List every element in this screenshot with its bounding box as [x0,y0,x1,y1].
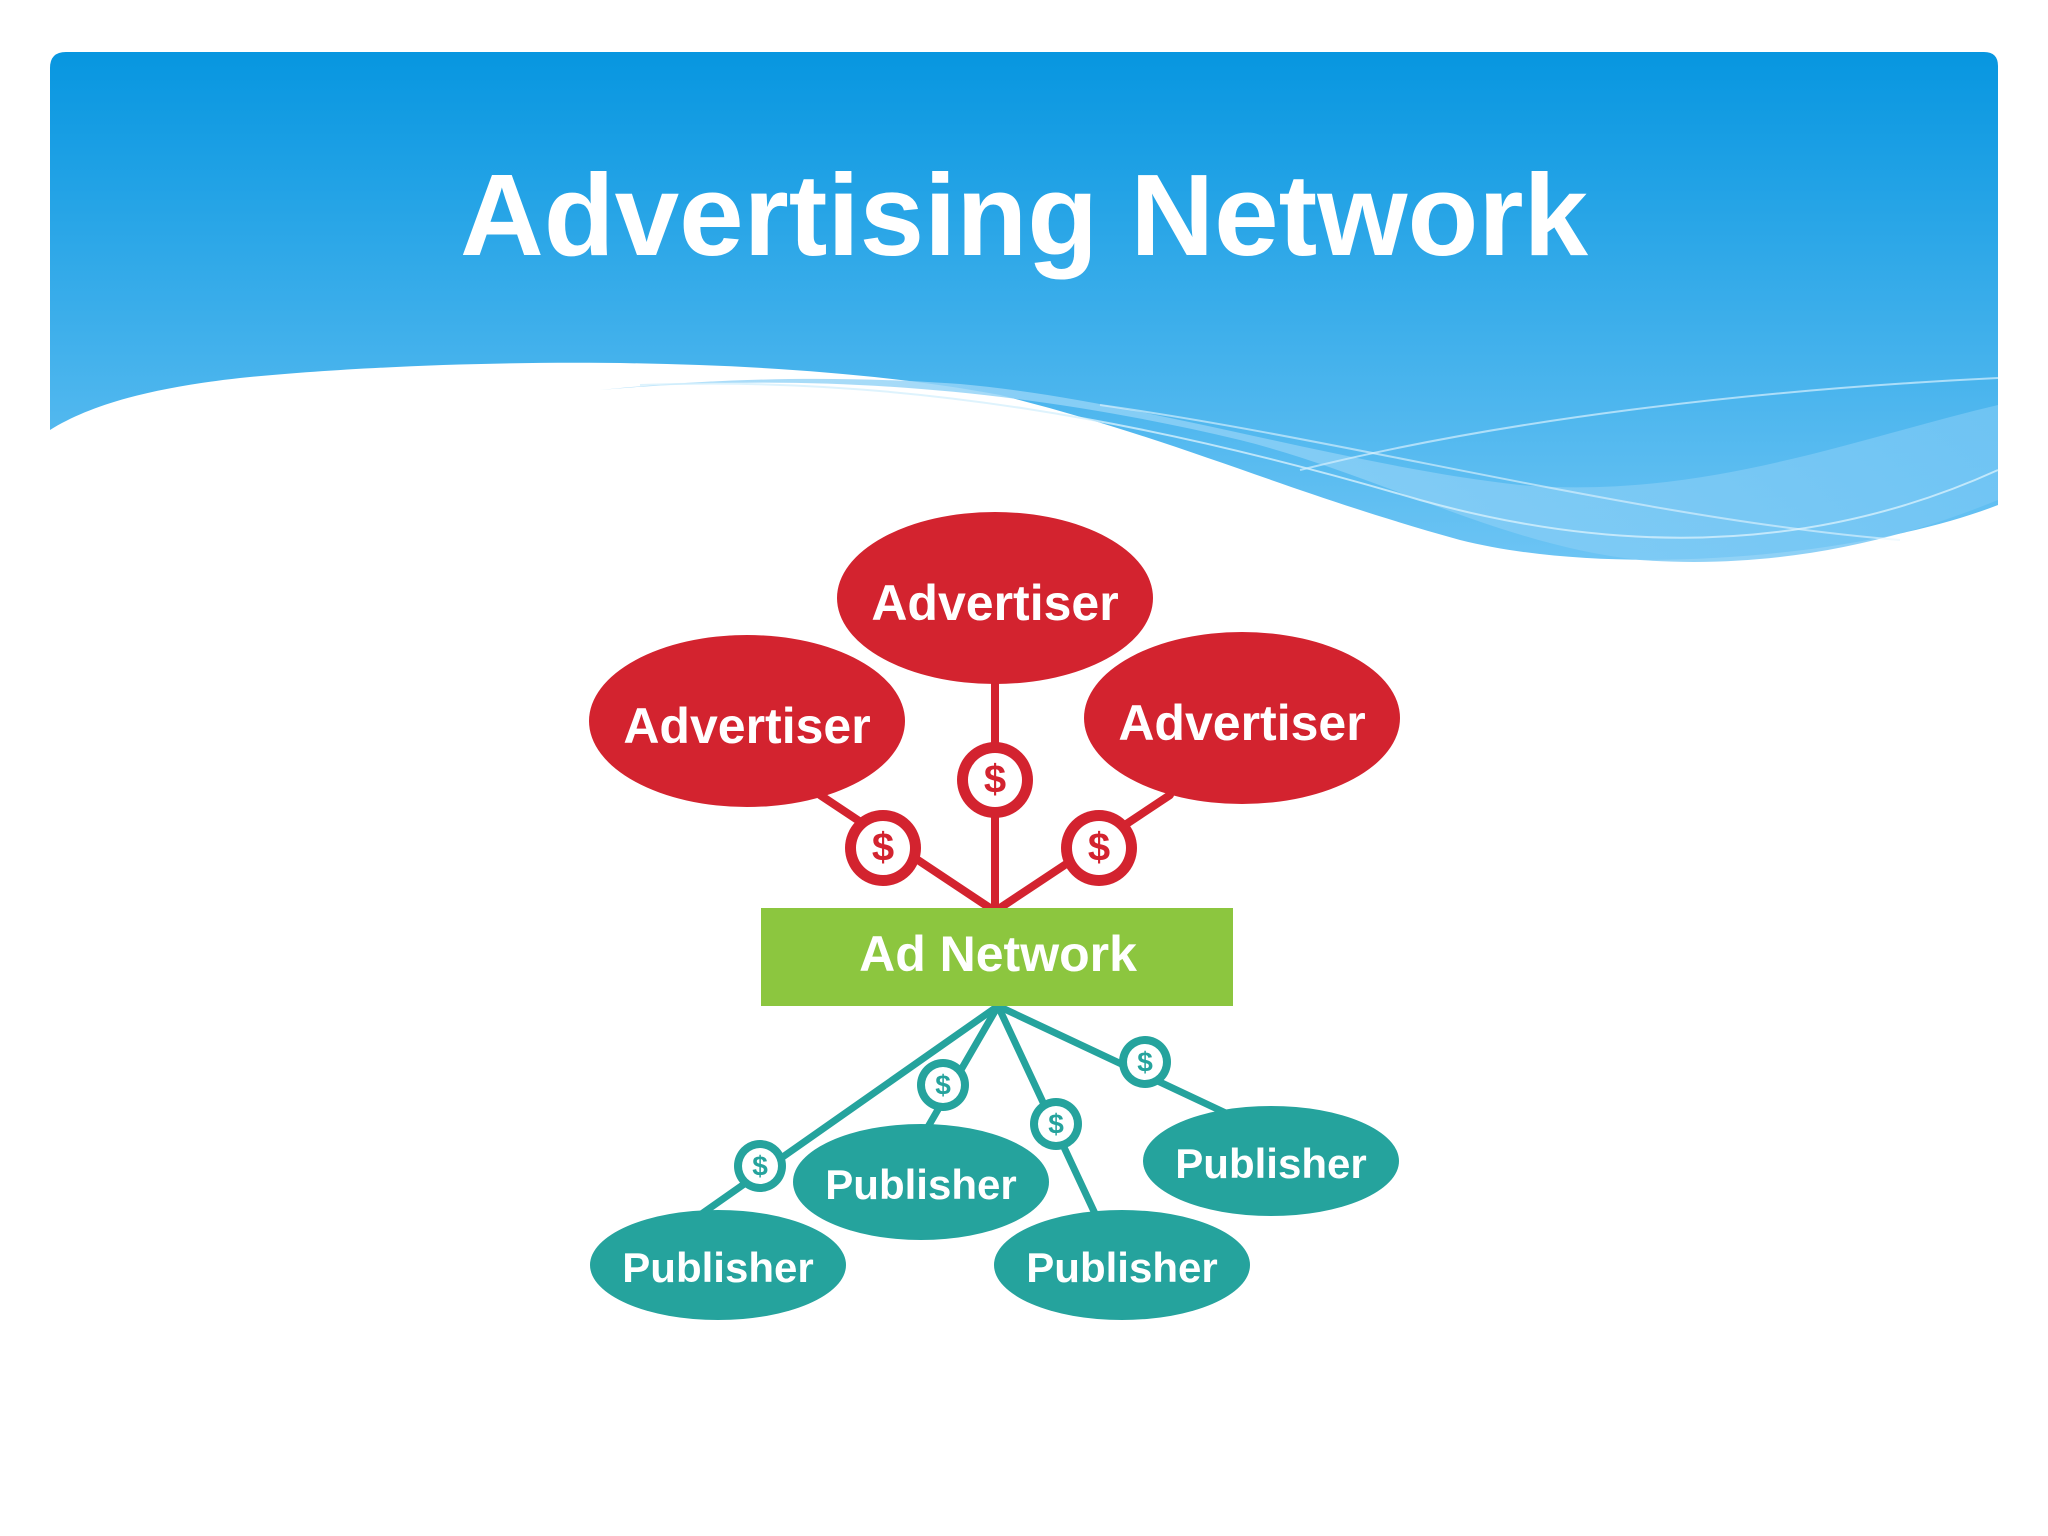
advertiser-node-top: Advertiser [837,512,1153,684]
banner-wave-line [639,382,1999,539]
publisher-node-right: Publisher [1143,1106,1399,1216]
dollar-coin-icon: $ [957,742,1033,818]
advertiser-label: Advertiser [871,575,1118,631]
svg-text:$: $ [1048,1108,1064,1139]
advertiser-label: Advertiser [623,698,870,754]
advertiser-node-left: Advertiser [589,635,905,807]
publisher-label: Publisher [622,1244,813,1291]
dollar-coin-icon: $ [1119,1036,1171,1088]
advertiser-label: Advertiser [1118,695,1365,751]
svg-text:$: $ [984,758,1006,802]
ad-network-diagram: Advertiser Advertiser Advertiser $ $ $ [589,512,1400,1320]
svg-text:$: $ [752,1150,768,1181]
dollar-coin-icon: $ [917,1059,969,1111]
publisher-node-center-left: Publisher [793,1124,1049,1240]
banner-wave [600,378,1998,562]
publisher-ellipse [793,1124,1049,1240]
dollar-coin-icon: $ [845,810,921,886]
dollar-coin-icon: $ [1030,1098,1082,1150]
advertiser-node-right: Advertiser [1084,632,1400,804]
advertiser-ellipse [589,635,905,807]
svg-text:$: $ [1088,826,1110,870]
dollar-coin-icon: $ [1061,810,1137,886]
publisher-label: Publisher [1175,1140,1366,1187]
advertiser-ellipse [837,512,1153,684]
svg-text:$: $ [935,1069,951,1100]
svg-text:$: $ [872,826,894,870]
banner-background [50,52,1998,560]
dollar-coin-icon: $ [734,1140,786,1192]
publisher-ellipse [1143,1106,1399,1216]
publisher-label: Publisher [825,1161,1016,1208]
connector-line [994,1002,1234,1119]
publisher-ellipse [994,1210,1250,1320]
advertiser-ellipse [1084,632,1400,804]
publisher-node-bottom-left: Publisher [590,1210,846,1320]
publisher-ellipse [590,1210,846,1320]
slide-title: Advertising Network [460,150,1588,280]
banner-wave-line [1099,404,1901,541]
ad-network-box [761,908,1233,1006]
publisher-label: Publisher [1026,1244,1217,1291]
header-banner [50,52,1999,562]
publisher-node-bottom-center: Publisher [994,1210,1250,1320]
ad-network-label: Ad Network [859,926,1137,982]
svg-text:$: $ [1137,1046,1153,1077]
banner-wave-line [1299,377,1999,471]
ad-network-node: Ad Network [761,908,1233,1006]
